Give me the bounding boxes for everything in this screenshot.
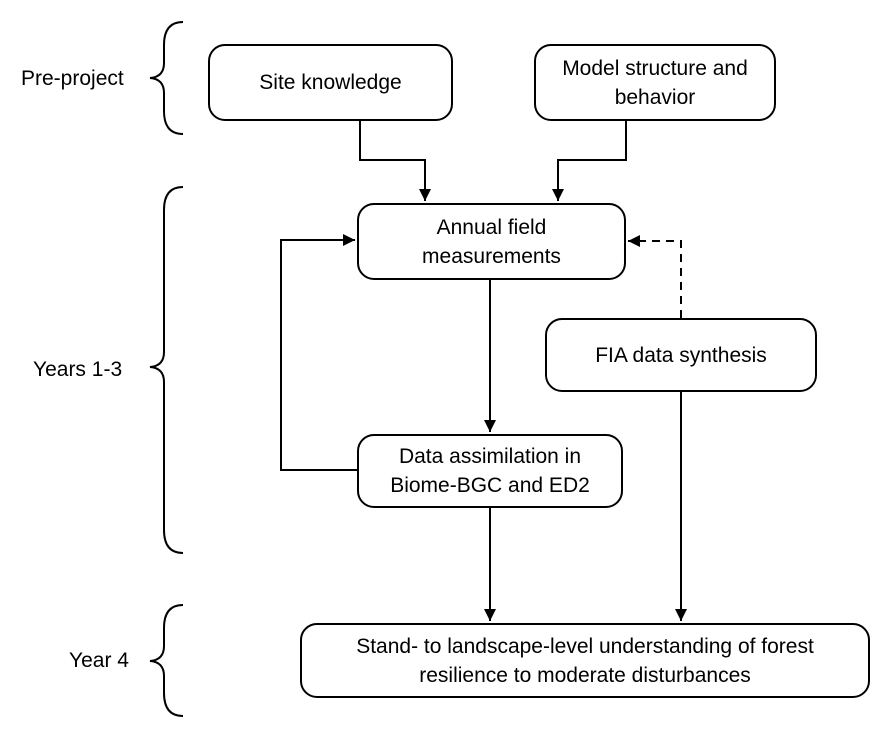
brace-pre-project [149,21,184,135]
node-data-assimilation: Data assimilation in Biome-BGC and ED2 [357,434,623,508]
node-annual-field-line-2: measurements [422,244,561,268]
edge-model-to-field [552,121,627,201]
node-outcome: Stand- to landscape-level understanding … [300,623,870,698]
node-site-knowledge-label: Site knowledge [259,71,402,94]
brace-years-1-3 [149,186,184,554]
node-outcome-line-1: Stand- to landscape-level understanding … [356,634,814,658]
edge-fia-to-field [628,235,682,318]
node-model-structure: Model structure and behavior [534,44,776,121]
node-site-knowledge: Site knowledge [208,44,453,121]
node-annual-field-line-1: Annual field [436,215,547,239]
node-data-assimilation-label: Data assimilation in Biome-BGC and ED2 [390,442,590,500]
node-outcome-line-2: resilience to moderate disturbances [419,663,751,687]
phase-label-years-1-3: Years 1-3 [33,358,123,381]
brace-year-4 [149,604,184,717]
node-data-assimilation-line-2: Biome-BGC and ED2 [390,474,590,497]
phase-label-year-4: Year 4 [69,649,129,672]
node-model-structure-line-2: behavior [614,85,696,109]
node-model-structure-label: Model structure and behavior [562,54,748,112]
node-outcome-label: Stand- to landscape-level understanding … [356,632,814,690]
node-fia-data-synthesis: FIA data synthesis [545,318,817,392]
edge-site-to-field [359,121,431,201]
node-annual-field-measurements: Annual field measurements [357,203,626,280]
node-fia-label: FIA data synthesis [595,343,767,367]
node-model-structure-line-1: Model structure and [562,56,748,80]
edge-assimilation-feedback [280,234,357,471]
phase-label-pre-project: Pre-project [21,67,124,90]
node-data-assimilation-line-1: Data assimilation in [398,445,582,468]
node-annual-field-label: Annual field measurements [422,213,561,271]
